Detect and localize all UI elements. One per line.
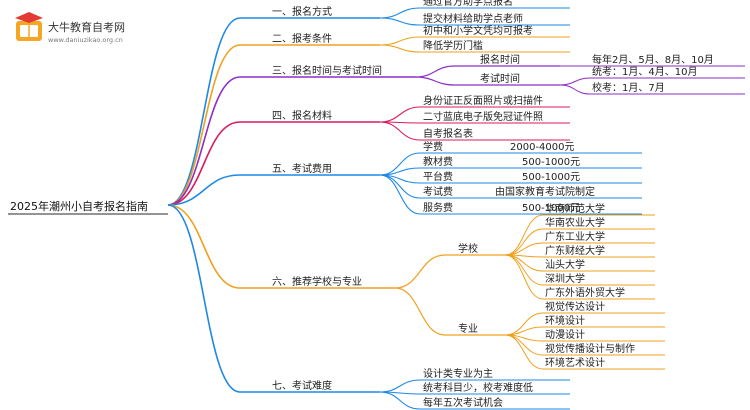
leaf-edge — [559, 77, 591, 86]
sub-label: 专业 — [458, 322, 478, 335]
leaf-edge — [379, 379, 421, 393]
branch-edge — [167, 17, 241, 206]
branch-edge — [167, 121, 241, 206]
leaf-edge — [379, 7, 421, 19]
leaf-label: 环境设计 — [545, 314, 585, 327]
fee-value: 500-1000元 — [522, 203, 580, 214]
leaf-edge — [504, 312, 544, 336]
leaf-label: 考试费 — [423, 185, 453, 198]
branch-edge — [167, 76, 241, 206]
leaf-label: 广东外语外贸大学 — [545, 286, 625, 299]
leaf-label: 广东工业大学 — [545, 230, 605, 243]
leaf-label: 每年五次考试机会 — [423, 396, 503, 409]
fee-value: 2000-4000元 — [510, 142, 575, 153]
sub-edge — [414, 76, 456, 86]
sub-label: 学校 — [458, 242, 478, 255]
leaf-edge — [379, 391, 421, 410]
leaf-edge — [379, 44, 421, 53]
leaf-label: 二寸蓝底电子版免冠证件照 — [423, 110, 543, 123]
leaf-edge — [379, 36, 421, 46]
leaf-label: 身份证正反面照片或扫描件 — [423, 94, 543, 107]
leaf-label: 视觉传播设计与制作 — [545, 342, 635, 355]
leaf-label: 初中和小学文凭均可报考 — [423, 24, 533, 37]
leaf-label: 自考报名表 — [423, 127, 473, 140]
brand-name: 大牛教育自考网 — [48, 20, 125, 34]
leaf-label: 平台费 — [423, 170, 453, 183]
leaf-label: 教材费 — [423, 155, 453, 168]
sub-label: 报名时间 — [480, 53, 520, 66]
leaf-edge — [504, 254, 544, 300]
branch-edge — [167, 204, 241, 289]
leaf-label: 校考：1月、7月 — [592, 81, 665, 94]
leaf-label: 统考：1月、4月、10月 — [592, 65, 697, 78]
leaf-label: 降低学历门槛 — [423, 39, 483, 52]
root-label: 2025年潮州小自考报名指南 — [10, 199, 148, 213]
leaf-label: 华南农业大学 — [545, 216, 605, 229]
graduation-book-icon — [15, 12, 43, 41]
branch-edge — [167, 174, 241, 206]
brand-logo: 大牛教育自考网 www.daniuzikao.org.cn — [15, 12, 125, 44]
leaf-label: 设计类专业为主 — [423, 367, 493, 380]
leaf-edge — [379, 121, 421, 141]
leaf-label: 视觉传达设计 — [545, 300, 605, 313]
leaf-label: 动漫设计 — [545, 328, 585, 341]
leaf-label: 深圳大学 — [545, 272, 585, 285]
leaf-label: 通过官方助学点报名 — [423, 0, 513, 8]
branch-label: 六、推荐学校与专业 — [272, 275, 362, 288]
branch-label: 七、考试难度 — [272, 379, 332, 392]
leaf-edge — [504, 214, 544, 256]
leaf-edge — [504, 334, 544, 370]
branch-label: 一、报名方式 — [272, 5, 332, 18]
sub-edge — [394, 254, 446, 289]
fee-value: 500-1000元 — [522, 172, 580, 183]
leaf-label: 环境艺术设计 — [545, 356, 605, 369]
branch-label: 五、考试费用 — [272, 162, 332, 175]
leaf-label: 提交材料给助学点老师 — [423, 12, 523, 25]
leaf-edge — [379, 106, 421, 123]
sub-edge — [414, 65, 456, 78]
leaf-edge — [559, 84, 591, 95]
sub-edge — [394, 287, 446, 336]
leaf-edge — [504, 228, 544, 256]
leaf-edge — [379, 17, 421, 26]
leaf-edge — [379, 174, 421, 215]
branch-label: 三、报名时间与考试时间 — [272, 64, 382, 77]
leaf-label: 华南师范大学 — [545, 202, 605, 215]
fee-value: 由国家教育考试院制定 — [495, 185, 595, 198]
branch-edge — [167, 44, 241, 206]
leaf-label: 广东财经大学 — [545, 244, 605, 257]
brand-url: www.daniuzikao.org.cn — [48, 36, 123, 44]
leaf-label: 学费 — [423, 140, 443, 153]
branch-label: 四、报名材料 — [272, 109, 332, 122]
branch-edge — [167, 204, 241, 393]
branch-label: 二、报考条件 — [272, 32, 332, 45]
fee-value: 500-1000元 — [522, 157, 580, 168]
mindmap-edges — [8, 7, 745, 410]
leaf-label: 统考科目少，校考难度低 — [423, 381, 533, 394]
sub-label: 考试时间 — [480, 72, 520, 85]
leaf-label: 汕头大学 — [545, 258, 585, 271]
leaf-label: 每年2月、5月、8月、10月 — [592, 53, 714, 66]
leaf-label: 服务费 — [423, 201, 453, 214]
